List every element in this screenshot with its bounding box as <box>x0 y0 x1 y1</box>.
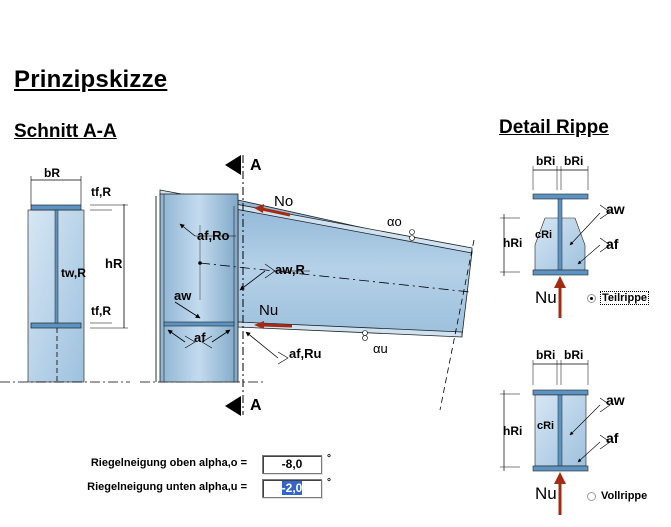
frame-elevation <box>159 155 475 416</box>
label-n-o: No <box>274 193 294 210</box>
section-title: Schnitt A-A <box>14 121 117 142</box>
force-arrow-nu-detail2-icon <box>554 472 566 484</box>
alpha-o-label: Riegelneigung oben alpha,o = <box>90 457 247 469</box>
detail-label-n-u: Nu <box>535 288 557 307</box>
label-b-r: bR <box>44 166 60 180</box>
radio-vollrippe-label[interactable]: Vollrippe <box>601 490 648 502</box>
alpha-u-input[interactable]: -2,0 <box>262 479 322 498</box>
alpha-o-unit: ° <box>327 453 331 464</box>
section-a-drawing <box>0 176 264 383</box>
detail-title: Detail Rippe <box>499 117 609 138</box>
label-a-w-r: aw,R <box>275 262 305 277</box>
alpha-o-value[interactable]: -8,0 <box>281 457 303 471</box>
detail-label-a-f: af <box>606 236 619 252</box>
radio-teilrippe[interactable]: Teilrippe <box>587 291 650 305</box>
section-top-flange <box>30 204 82 211</box>
detail2-label-c-ri: cRi <box>537 420 555 432</box>
alpha-u-value[interactable]: -2,0 <box>281 481 303 495</box>
radio-teilrippe-indicator[interactable] <box>587 293 596 303</box>
detail-label-c-ri: cRi <box>535 229 553 241</box>
section-arrow-top-icon <box>225 155 241 175</box>
page-title: Prinzipskizze <box>14 66 168 93</box>
detail2-label-b-ri-left: bRi <box>536 348 556 362</box>
label-alpha-u: αu <box>373 341 388 356</box>
detail-teilrippe-drawing <box>500 166 611 318</box>
label-a-f-ro: af,Ro <box>197 228 230 243</box>
label-n-u: Nu <box>259 302 279 319</box>
section-arrow-bottom-icon <box>225 396 241 416</box>
detail2-label-a-f: af <box>606 430 619 446</box>
section-bottom-flange <box>30 322 82 329</box>
label-t-fr-top: tf,R <box>91 185 111 199</box>
label-a-f: af <box>194 330 206 345</box>
detail-label-h-ri: hRi <box>503 236 523 250</box>
section-web <box>54 209 59 324</box>
label-a-f-ru: af,Ru <box>289 346 322 361</box>
label-h-r: hR <box>105 256 123 271</box>
detail-label-b-ri-right: bRi <box>564 154 584 168</box>
force-arrow-nu-detail-icon <box>554 276 566 288</box>
force-arrow-no-icon <box>254 204 264 213</box>
alpha-u-label: Riegelneigung unten alpha,u = <box>87 481 247 493</box>
label-alpha-o: αo <box>387 214 402 229</box>
detail2-label-b-ri-right: bRi <box>564 348 584 362</box>
label-a-w: aw <box>174 288 192 303</box>
label-t-fr-bottom: tf,R <box>91 304 111 318</box>
radio-vollrippe[interactable]: Vollrippe <box>587 490 647 502</box>
label-t-wr: tw,R <box>61 266 86 280</box>
section-mark-top: A <box>250 157 262 174</box>
detail2-label-a-w: aw <box>606 392 625 408</box>
radio-teilrippe-label[interactable]: Teilrippe <box>599 291 650 305</box>
force-arrow-nu-icon <box>254 321 264 329</box>
detail-vollrippe-drawing <box>500 360 611 515</box>
radio-vollrippe-indicator[interactable] <box>587 491 596 501</box>
detail2-label-h-ri: hRi <box>503 424 523 438</box>
detail2-label-n-u: Nu <box>535 484 557 503</box>
alpha-u-unit: ° <box>327 477 331 488</box>
alpha-o-input[interactable]: -8,0 <box>262 455 322 474</box>
detail-label-b-ri-left: bRi <box>536 154 556 168</box>
detail-label-a-w: aw <box>606 201 625 217</box>
section-mark-bottom: A <box>250 397 262 414</box>
